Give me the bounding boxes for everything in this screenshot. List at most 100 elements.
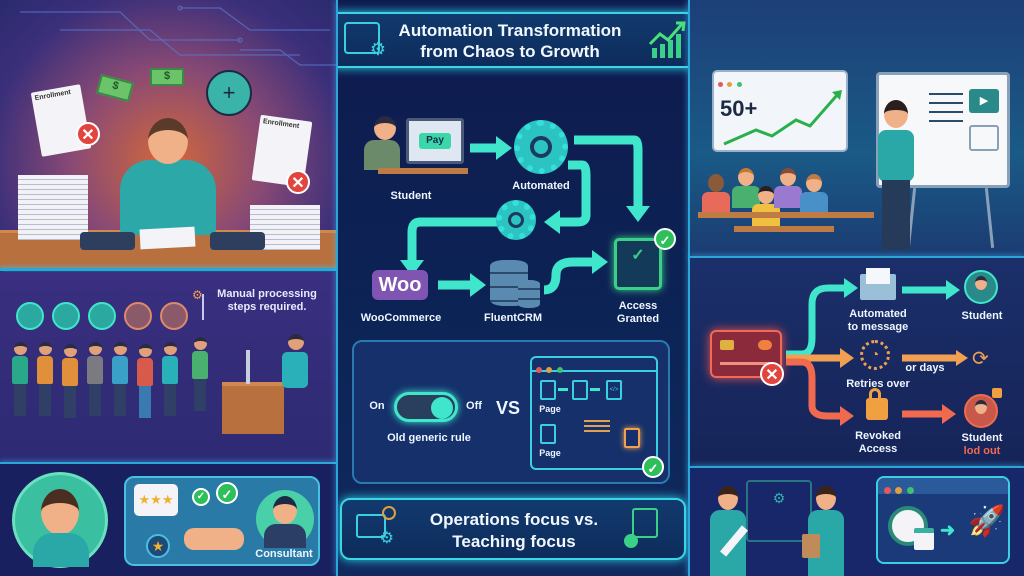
queue-person (112, 342, 128, 418)
code-page-icon: </> (606, 380, 622, 400)
operations-icon: ⚙ (356, 514, 394, 547)
rocket-icon: 🚀 (968, 505, 1006, 538)
queue-panel: ⚙ Manual processing steps required. (0, 272, 336, 462)
toggle-caption: Old generic rule (387, 432, 471, 444)
woman-avatar (12, 472, 108, 568)
circuit-lines-icon (20, 5, 336, 66)
teacher-body (878, 130, 914, 182)
rejected-x-icon: ✕ (76, 122, 100, 146)
page-icon (540, 424, 556, 444)
or-days-label: or days (905, 362, 945, 374)
padlock-icon (866, 388, 888, 420)
outcome-panel: ⚙ ➜ 🚀 (690, 468, 1024, 576)
divider (0, 462, 336, 464)
calendar-icon (914, 528, 934, 550)
consult-panel: ★★★ ✓ ✓ ★ Consultant (0, 464, 336, 576)
woocommerce-logo: Woo (372, 270, 428, 300)
growth-chart-icon (648, 21, 686, 58)
arrow-icon (590, 388, 600, 391)
old-rule-toggle[interactable] (394, 392, 458, 422)
student-body (702, 192, 730, 214)
divider (690, 256, 1024, 258)
queue-person (87, 342, 103, 418)
queue-person (162, 342, 178, 418)
gear-icon: ⚙ (192, 288, 203, 302)
check-icon: ✓ (192, 488, 210, 506)
student-head (374, 116, 396, 140)
student-label: Student (390, 190, 432, 202)
cash-icon: $ (150, 68, 184, 86)
student-desk (378, 168, 468, 174)
paper-stack-icon (18, 175, 88, 240)
stressed-woman-head (148, 118, 188, 164)
workflow-screen: ⚙ (746, 480, 812, 542)
document-bubble-icon (160, 302, 188, 330)
page-label: Page (539, 448, 561, 458)
teaching-icon (632, 508, 658, 538)
retry-icon: ⟳ (972, 348, 989, 370)
gear-page-icon (624, 428, 640, 448)
divider (688, 0, 690, 576)
desk-paper (139, 226, 196, 250)
toggle-on-label: On (369, 400, 385, 412)
divider (0, 268, 336, 271)
student-monitor: Pay (406, 118, 464, 164)
teacher-head (884, 100, 908, 128)
rating-stars-icon: ★★★ (134, 484, 178, 516)
consultant-label: Consultant (255, 548, 313, 560)
phone-icon (80, 232, 135, 250)
woman-head (718, 486, 738, 510)
queue-person (12, 342, 28, 418)
pay-button[interactable]: Pay (419, 133, 451, 149)
student-body (800, 192, 828, 214)
header-title-box: ⚙ Automation Transformation from Chaos t… (338, 12, 688, 68)
access-certificate-icon: ✓ (614, 238, 662, 290)
flow-arrows (400, 135, 650, 297)
student-result-label: Student (961, 310, 1003, 322)
clerk-desk (222, 382, 284, 434)
vs-label: VS (495, 398, 520, 418)
locked-student-label: Student lod out (961, 432, 1003, 457)
consult-bubble: ★★★ ✓ ✓ ★ Consultant (124, 476, 320, 566)
compare-panel: On Off Old generic rule VS </> Page Page… (352, 340, 670, 484)
student-head (758, 186, 774, 204)
student-head (806, 174, 822, 192)
rejected-x-icon: ✕ (286, 170, 310, 194)
divider (336, 0, 338, 576)
arrow-right-icon: ➜ (940, 520, 956, 540)
check-circle-icon (382, 506, 396, 520)
student-head (708, 174, 724, 192)
student-count: 50+ (720, 96, 758, 121)
consultant-avatar (256, 490, 314, 548)
woocommerce-label: WooCommerce (360, 312, 442, 324)
locked-student-avatar (964, 394, 998, 428)
user-bubble-icon (88, 302, 116, 330)
queue-person (62, 344, 78, 420)
student-head (738, 168, 754, 186)
check-icon: ✓ (216, 482, 238, 504)
user-bubble-icon (124, 302, 152, 330)
classroom-desk (698, 212, 874, 218)
easel-leg (984, 188, 995, 248)
branch-1-label: Automated to message (847, 308, 909, 333)
page-label: Page (539, 404, 561, 414)
automation-gear-icon (496, 200, 536, 240)
clerk-head (288, 334, 304, 350)
branch-2-label: Retries over (846, 378, 910, 390)
down-arrow-icon (202, 294, 204, 320)
user-bubble-icon (16, 302, 44, 330)
content-lines (584, 420, 610, 432)
time-to-growth-window: ➜ 🚀 (876, 476, 1010, 564)
woman-head (816, 486, 836, 510)
queue-person (137, 344, 153, 420)
growth-line-chart (723, 90, 842, 146)
settings-window-icon: ⚙ (344, 22, 386, 59)
database-icon (518, 280, 540, 308)
handshake-icon (184, 528, 244, 550)
student-body (732, 186, 760, 208)
retry-clock-icon: ◔ (860, 340, 890, 370)
stats-window: 50+ (712, 70, 848, 152)
add-user-icon: + (206, 70, 252, 116)
toggle-off-label: Off (466, 400, 482, 412)
smart-rule-window: </> Page Page (530, 356, 658, 470)
